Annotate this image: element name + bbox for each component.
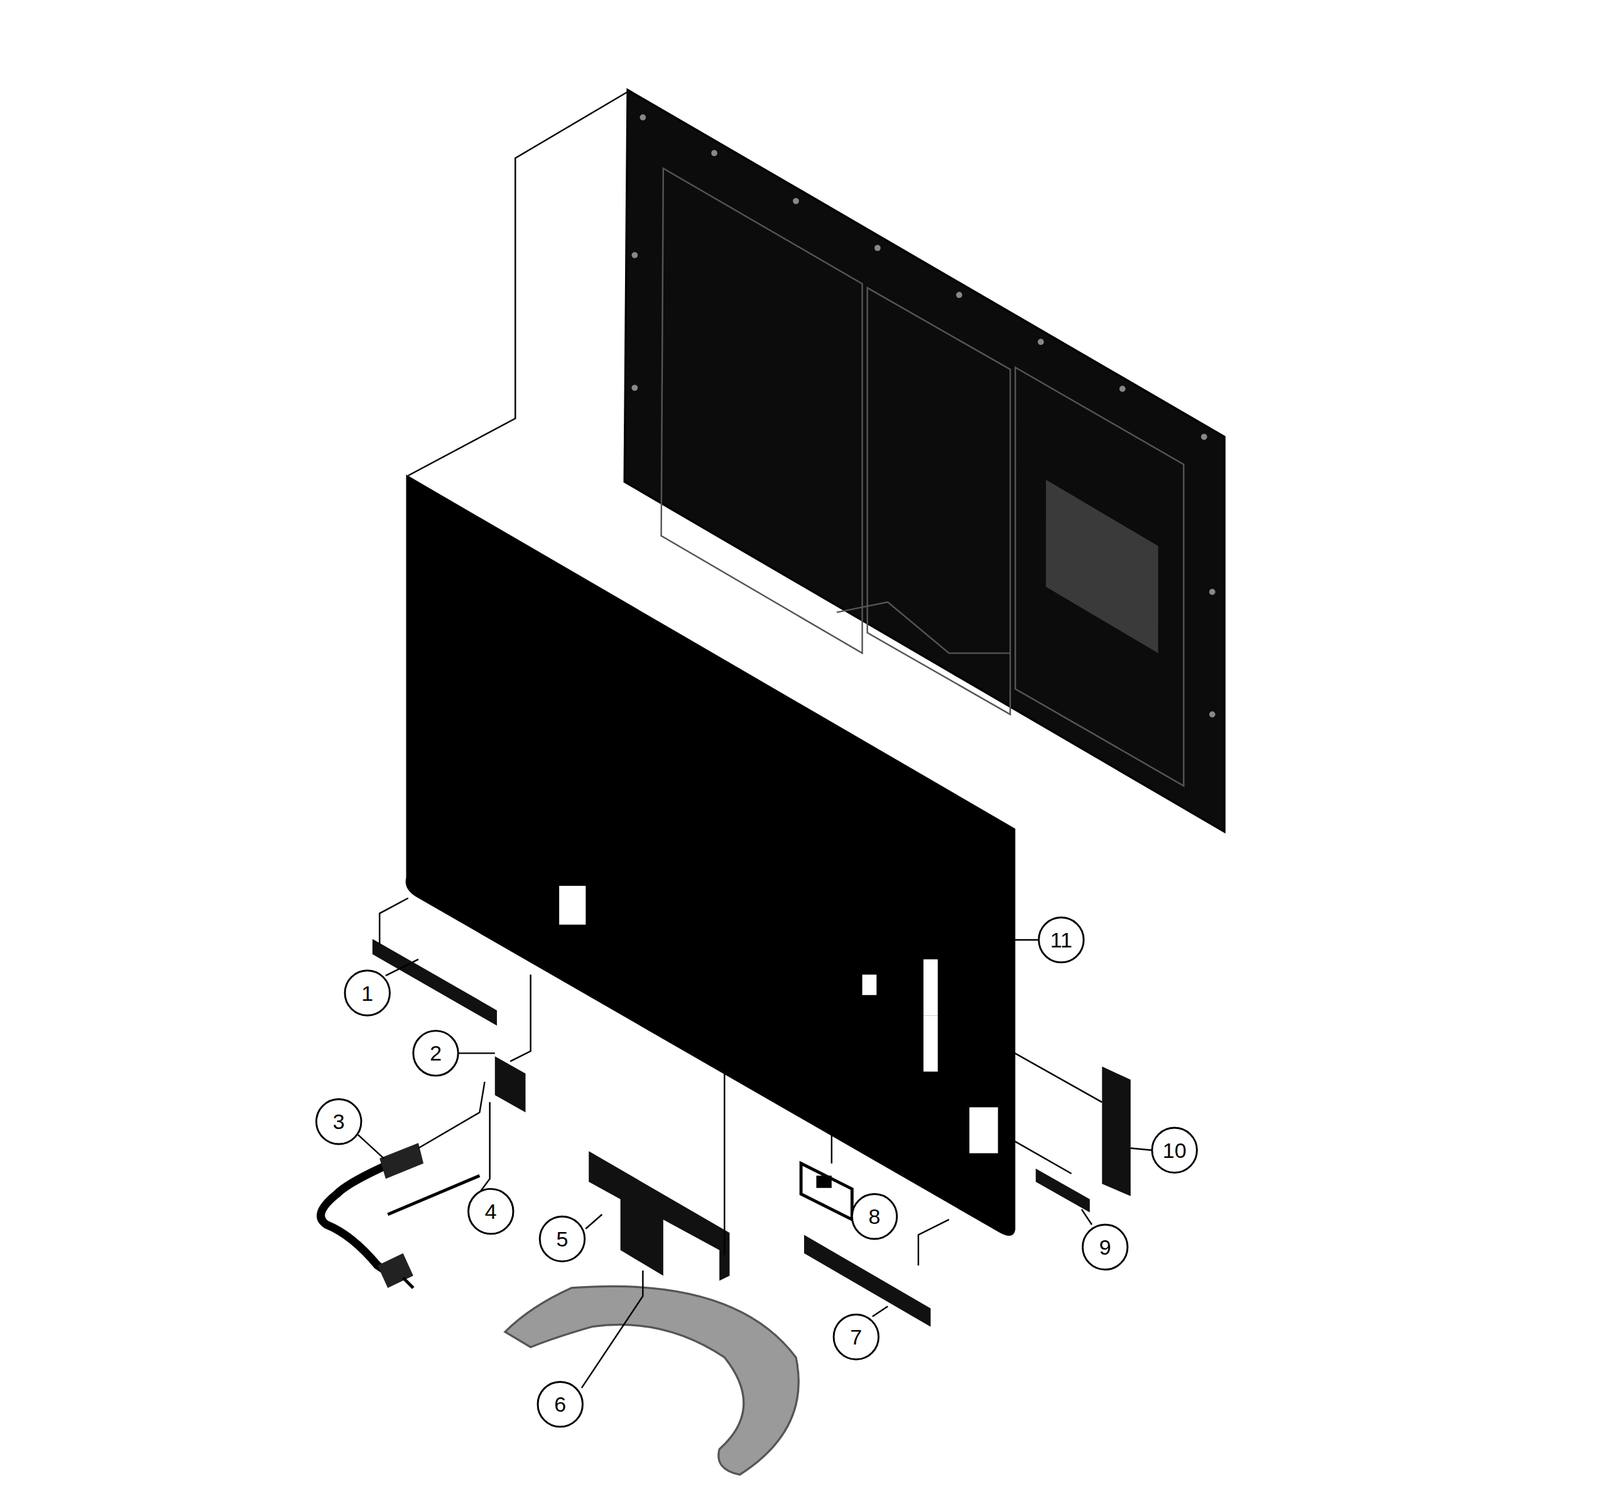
callout-number: 8 bbox=[868, 1205, 881, 1227]
callout-number: 6 bbox=[554, 1393, 566, 1415]
callout-number: 1 bbox=[361, 982, 374, 1004]
callout-number: 11 bbox=[1050, 929, 1073, 951]
callout-number: 10 bbox=[1162, 1139, 1187, 1161]
callout-number: 5 bbox=[556, 1228, 569, 1250]
callout-number: 2 bbox=[429, 1042, 442, 1064]
callout-number: 7 bbox=[849, 1326, 862, 1348]
callout-number: 4 bbox=[484, 1200, 497, 1222]
callout-number: 9 bbox=[1099, 1236, 1112, 1258]
callout-number: 3 bbox=[332, 1110, 345, 1132]
